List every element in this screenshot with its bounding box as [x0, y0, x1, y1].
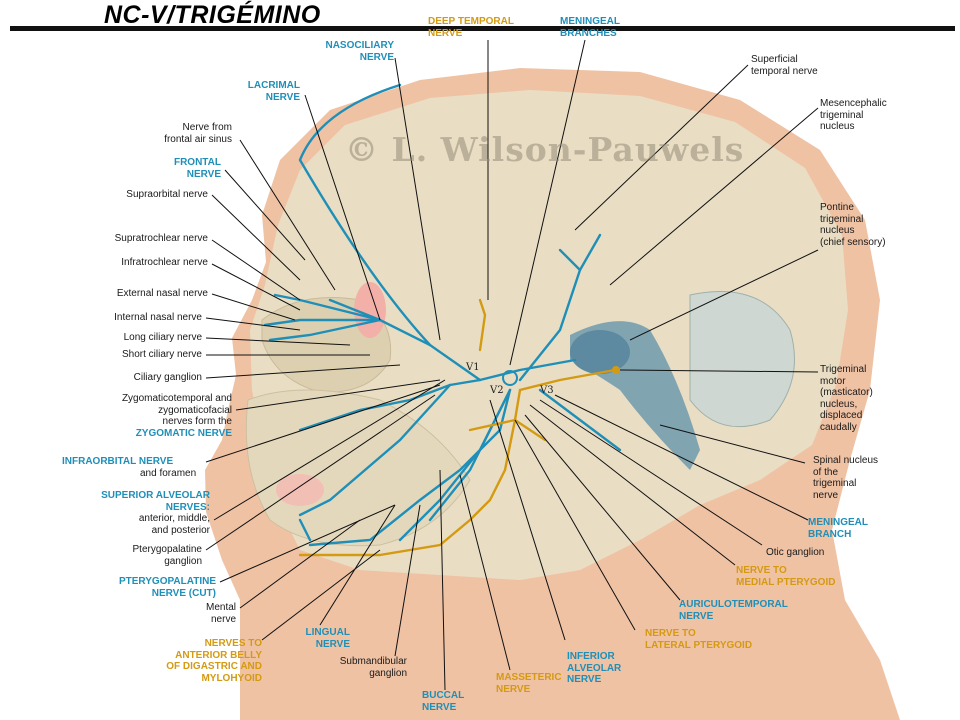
label-mental-nerve: Mental nerve [205, 602, 236, 625]
label-nasociliary-nerve: NASOCILIARY NERVE [325, 40, 394, 63]
leader-lines [205, 39, 819, 691]
label-pterygopalatine-ganglion: Pterygopalatine ganglion [132, 544, 203, 567]
label-supratrochlear-nerve: Supratrochlear nerve [114, 233, 208, 244]
label-meningeal-branch: MENINGEAL BRANCH [808, 517, 868, 540]
nerve-paths [263, 83, 622, 547]
label-lacrimal-nerve: LACRIMAL NERVE [247, 80, 300, 103]
maxillary-sinus [276, 474, 324, 506]
label-otic-ganglion: Otic ganglion [766, 547, 825, 558]
division-v3-label: V3 [540, 385, 554, 396]
trigeminal-ganglion [502, 370, 518, 386]
motor-nucleus-dot [612, 366, 620, 374]
label-short-ciliary-nerve: Short ciliary nerve [121, 349, 202, 360]
label-pontine-nucleus: Pontine trigeminal nucleus (chief sensor… [820, 202, 886, 248]
label-frontal-nerve: FRONTAL NERVE [173, 157, 221, 180]
label-meningeal-branches: MENINGEAL BRANCHES [560, 16, 620, 39]
motor-paths [298, 298, 617, 557]
label-pterygopalatine-nerve: PTERYGOPALATINE NERVE (cut) [118, 576, 216, 599]
division-v1-label: V1 [466, 362, 480, 373]
pons [570, 330, 630, 374]
label-trigeminal-motor-nucleus: Trigeminal motor (masticator) nucleus, d… [820, 364, 873, 433]
label-infratrochlear-nerve: Infratrochlear nerve [121, 257, 208, 268]
division-v2-label: V2 [490, 385, 504, 396]
label-superior-alveolar-nerves: SUPERIOR ALVEOLAR NERVES: [101, 490, 210, 513]
title-underline [10, 26, 955, 31]
label-auriculotemporal-nerve: AURICULOTEMPORAL NERVE [679, 599, 788, 622]
label-infraorbital-nerve: INFRAORBITAL NERVE [62, 456, 174, 467]
label-nerves-digastric-mylohyoid: NERVES TO ANTERIOR BELLY OF DIGASTRIC AN… [166, 638, 262, 684]
label-nerve-medial-pterygoid: NERVE TO MEDIAL PTERYGOID [736, 565, 836, 588]
cerebellum [689, 291, 795, 428]
label-nerve-frontal-air-sinus: Nerve from frontal air sinus [164, 122, 232, 145]
label-infraorbital-foramen: and foramen [140, 468, 197, 479]
label-superficial-temporal-nerve: Superficial temporal nerve [751, 54, 818, 77]
label-superior-alveolar-detail: anterior, middle, and posterior [138, 513, 210, 536]
label-submandibular-ganglion: Submandibular ganglion [339, 656, 407, 679]
label-zygomatic-nerves-text: Zygomaticotemporal and zygomaticofacial … [121, 393, 232, 427]
label-inferior-alveolar-nerve: INFERIOR ALVEOLAR NERVE [567, 651, 622, 685]
label-external-nasal-nerve: External nasal nerve [116, 288, 208, 299]
label-lingual-nerve: LINGUAL NERVE [305, 627, 350, 650]
label-buccal-nerve: BUCCAL NERVE [422, 690, 465, 713]
label-supraorbital-nerve: Supraorbital nerve [126, 189, 208, 200]
label-zygomatic-nerve: ZYGOMATIC NERVE [135, 428, 232, 439]
watermark-text: © L. Wilson-Pauwels [345, 130, 745, 169]
page-title: NC-V/TRIGÉMINO [104, 1, 321, 29]
label-internal-nasal-nerve: Internal nasal nerve [114, 312, 202, 323]
label-masseteric-nerve: MASSETERIC NERVE [496, 672, 562, 695]
label-mesencephalic-nucleus: Mesencephalic trigeminal nucleus [820, 98, 887, 132]
label-spinal-nucleus: Spinal nucleus of the trigeminal nerve [813, 455, 879, 501]
label-nerve-lateral-pterygoid: NERVE TO LATERAL PTERYGOID [645, 628, 753, 651]
label-deep-temporal-nerve: DEEP TEMPORAL NERVE [428, 16, 514, 39]
label-long-ciliary-nerve: Long ciliary nerve [123, 332, 202, 343]
label-ciliary-ganglion: Ciliary ganglion [133, 372, 202, 383]
